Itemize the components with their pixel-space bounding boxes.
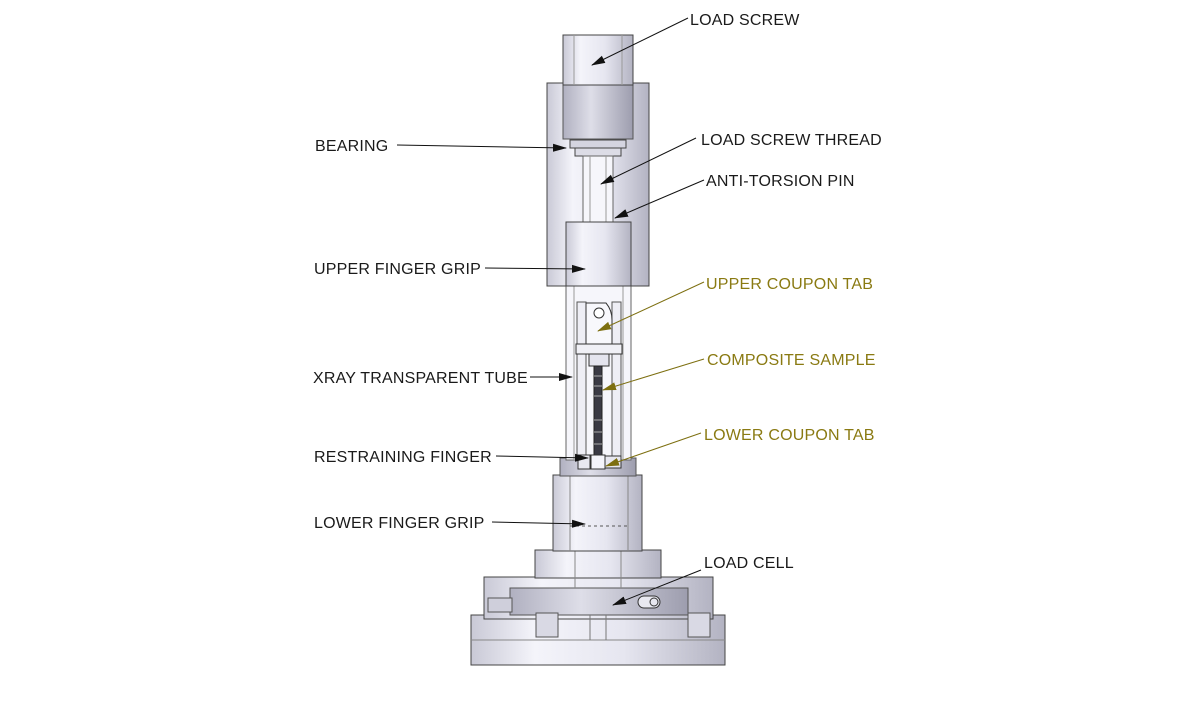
load-screw-shape (562, 34, 634, 86)
label-restraining-finger: RESTRAINING FINGER (314, 449, 492, 466)
label-load-screw: LOAD SCREW (690, 12, 800, 29)
load-screw-thread-shape (582, 155, 614, 223)
label-load-screw-thread: LOAD SCREW THREAD (701, 132, 882, 149)
lower-finger-grip (552, 474, 643, 552)
base-plate (470, 614, 726, 666)
load-cell-body (483, 576, 714, 640)
load-cell-flange (534, 549, 662, 588)
label-upper-finger-grip: UPPER FINGER GRIP (314, 261, 481, 278)
label-bearing: BEARING (315, 138, 388, 155)
label-lower-coupon-tab: LOWER COUPON TAB (704, 427, 875, 444)
composite-sample-shape (593, 365, 603, 457)
leader-lines (396, 17, 705, 606)
label-anti-torsion-pin: ANTI-TORSION PIN (706, 173, 855, 190)
lower-coupon-tab-shape (577, 454, 622, 470)
label-load-cell: LOAD CELL (704, 555, 794, 572)
label-upper-coupon-tab: UPPER COUPON TAB (706, 276, 873, 293)
bearing-shape (562, 82, 634, 157)
upper-finger-grip-shape (565, 221, 632, 287)
label-xray-transparent-tube: XRAY TRANSPARENT TUBE (313, 370, 528, 387)
label-composite-sample: COMPOSITE SAMPLE (707, 352, 876, 369)
label-lower-finger-grip: LOWER FINGER GRIP (314, 515, 485, 532)
